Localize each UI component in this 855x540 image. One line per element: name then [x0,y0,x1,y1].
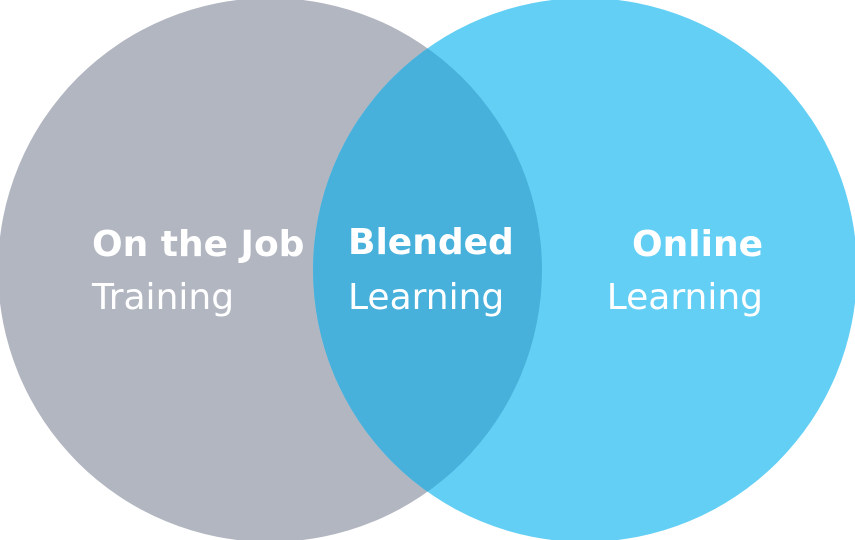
right-label-subtitle: Learning [607,277,763,318]
overlap-label-subtitle: Learning [348,277,504,318]
overlap-label: Blended Learning [348,222,514,318]
right-label: Online Learning [607,224,763,318]
left-label: On the Job Training [91,224,304,318]
overlap-label-title: Blended [348,222,514,263]
left-label-subtitle: Training [91,277,234,318]
overlap-region-blended-learning [313,0,542,540]
left-label-title: On the Job [92,224,304,265]
right-label-title: Online [632,224,763,265]
